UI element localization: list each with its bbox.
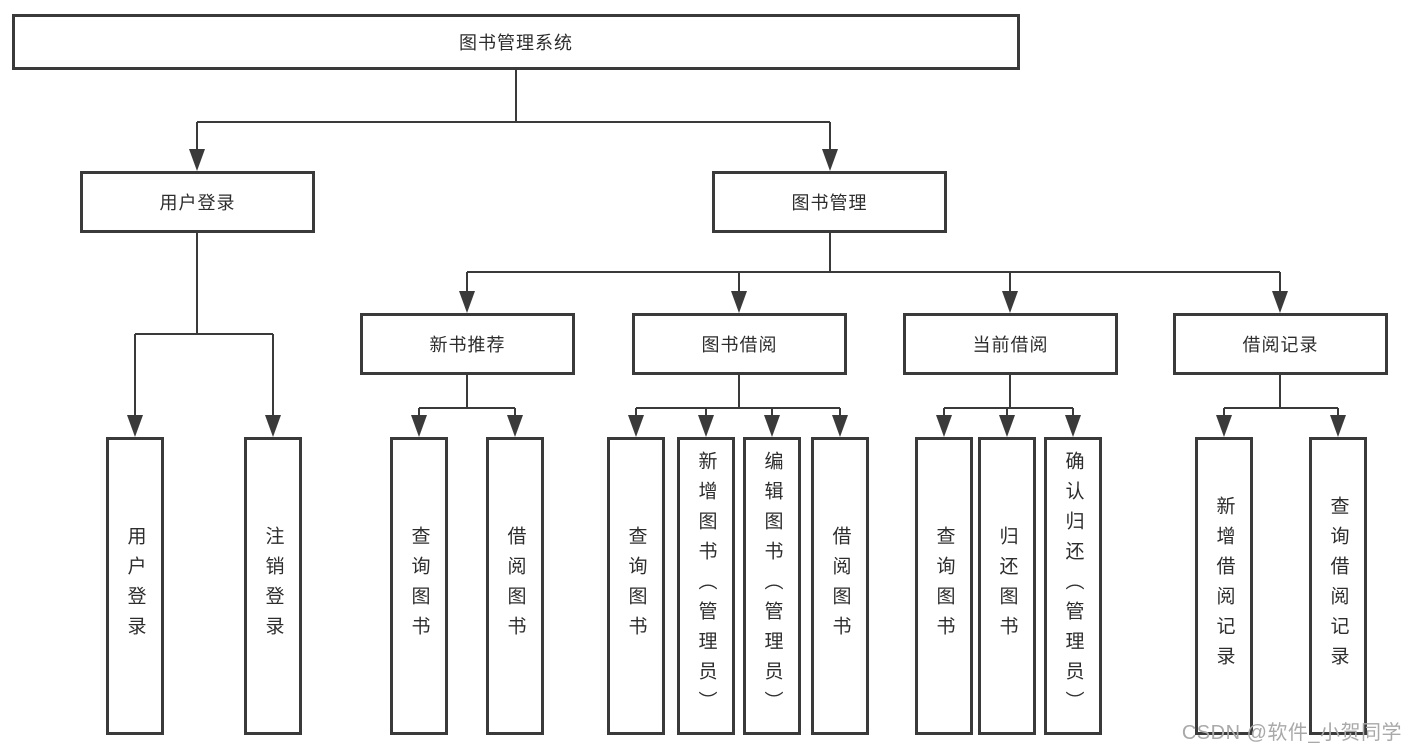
node-book-borrowing: 图书借阅 xyxy=(632,313,847,375)
leaf-logout-login-label: 注销登录 xyxy=(262,526,284,646)
leaf-br-add-record: 新增借阅记录 xyxy=(1195,437,1253,735)
node-borrowing-records: 借阅记录 xyxy=(1173,313,1388,375)
leaf-logout-login: 注销登录 xyxy=(244,437,302,735)
leaf-cb-query-books-label: 查询图书 xyxy=(933,526,955,646)
leaf-cb-return-books: 归还图书 xyxy=(978,437,1036,735)
leaf-br-query-record-label: 查询借阅记录 xyxy=(1327,496,1349,676)
leaf-nb-query-books-label: 查询图书 xyxy=(408,526,430,646)
node-book-borrowing-label: 图书借阅 xyxy=(701,335,778,355)
node-new-book-recommend-label: 新书推荐 xyxy=(429,335,506,355)
node-book-management-label: 图书管理 xyxy=(791,193,868,213)
node-current-borrowing: 当前借阅 xyxy=(903,313,1118,375)
leaf-bb-add-books-admin-label: 新增图书（管理员） xyxy=(695,451,717,721)
node-user-login-label: 用户登录 xyxy=(159,193,236,213)
node-root-label: 图书管理系统 xyxy=(459,33,573,53)
leaf-bb-add-books-admin: 新增图书（管理员） xyxy=(677,437,735,735)
leaf-cb-confirm-return-admin-label: 确认归还（管理员） xyxy=(1062,451,1084,721)
node-book-management: 图书管理 xyxy=(712,171,947,233)
node-root: 图书管理系统 xyxy=(12,14,1020,70)
leaf-bb-borrow-books: 借阅图书 xyxy=(811,437,869,735)
leaf-cb-query-books: 查询图书 xyxy=(915,437,973,735)
node-borrowing-records-label: 借阅记录 xyxy=(1242,335,1319,355)
leaf-user-login-label: 用户登录 xyxy=(124,526,146,646)
leaf-user-login: 用户登录 xyxy=(106,437,164,735)
csdn-watermark: CSDN @软件_小贺同学 xyxy=(1181,722,1402,744)
arrowheads xyxy=(127,149,1346,437)
node-new-book-recommend: 新书推荐 xyxy=(360,313,575,375)
leaf-nb-borrow-books-label: 借阅图书 xyxy=(504,526,526,646)
leaf-nb-borrow-books: 借阅图书 xyxy=(486,437,544,735)
leaf-bb-edit-books-admin-label: 编辑图书（管理员） xyxy=(761,451,783,721)
leaf-cb-confirm-return-admin: 确认归还（管理员） xyxy=(1044,437,1102,735)
leaf-bb-query-books-label: 查询图书 xyxy=(625,526,647,646)
tree-edges xyxy=(134,68,1339,418)
leaf-br-query-record: 查询借阅记录 xyxy=(1309,437,1367,735)
leaf-bb-query-books: 查询图书 xyxy=(607,437,665,735)
node-current-borrowing-label: 当前借阅 xyxy=(972,335,1049,355)
leaf-br-add-record-label: 新增借阅记录 xyxy=(1213,496,1235,676)
leaf-nb-query-books: 查询图书 xyxy=(390,437,448,735)
leaf-cb-return-books-label: 归还图书 xyxy=(996,526,1018,646)
node-user-login: 用户登录 xyxy=(80,171,315,233)
leaf-bb-edit-books-admin: 编辑图书（管理员） xyxy=(743,437,801,735)
leaf-bb-borrow-books-label: 借阅图书 xyxy=(829,526,851,646)
